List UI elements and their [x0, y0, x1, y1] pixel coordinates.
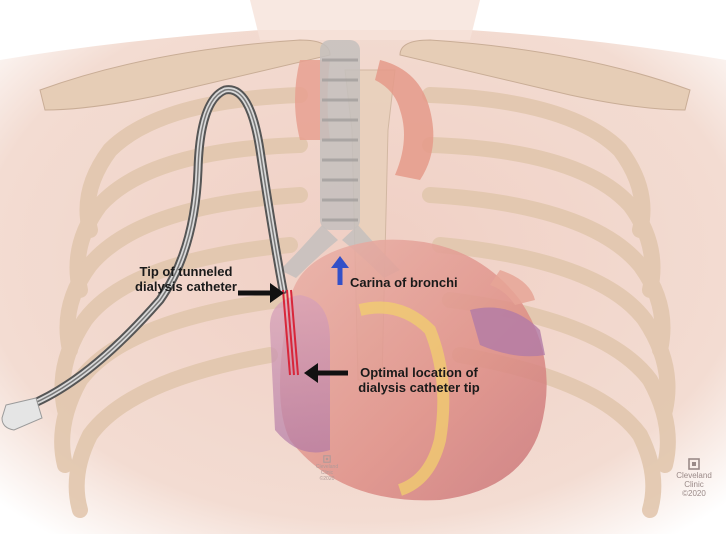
watermark: Cleveland Clinic ©2020: [310, 455, 344, 482]
label-optimal-line2: dialysis catheter tip: [358, 380, 479, 395]
watermark-logo-icon: [323, 455, 331, 463]
logo-line2: Clinic: [670, 480, 718, 489]
logo-line1: Cleveland: [670, 471, 718, 480]
neck: [250, 0, 480, 40]
label-catheter-tip-line1: Tip of tunneled: [140, 264, 233, 279]
label-optimal-location: Optimal location of dialysis catheter ti…: [344, 365, 494, 395]
cleveland-clinic-logo: Cleveland Clinic ©2020: [670, 458, 718, 498]
watermark-line3: ©2020: [310, 476, 344, 482]
label-catheter-tip-line2: dialysis catheter: [135, 279, 237, 294]
cleveland-clinic-logo-icon: [688, 458, 700, 470]
label-catheter-tip: Tip of tunneled dialysis catheter: [122, 264, 250, 294]
logo-line3: ©2020: [670, 489, 718, 498]
label-carina: Carina of bronchi: [350, 275, 458, 290]
label-optimal-line1: Optimal location of: [360, 365, 478, 380]
